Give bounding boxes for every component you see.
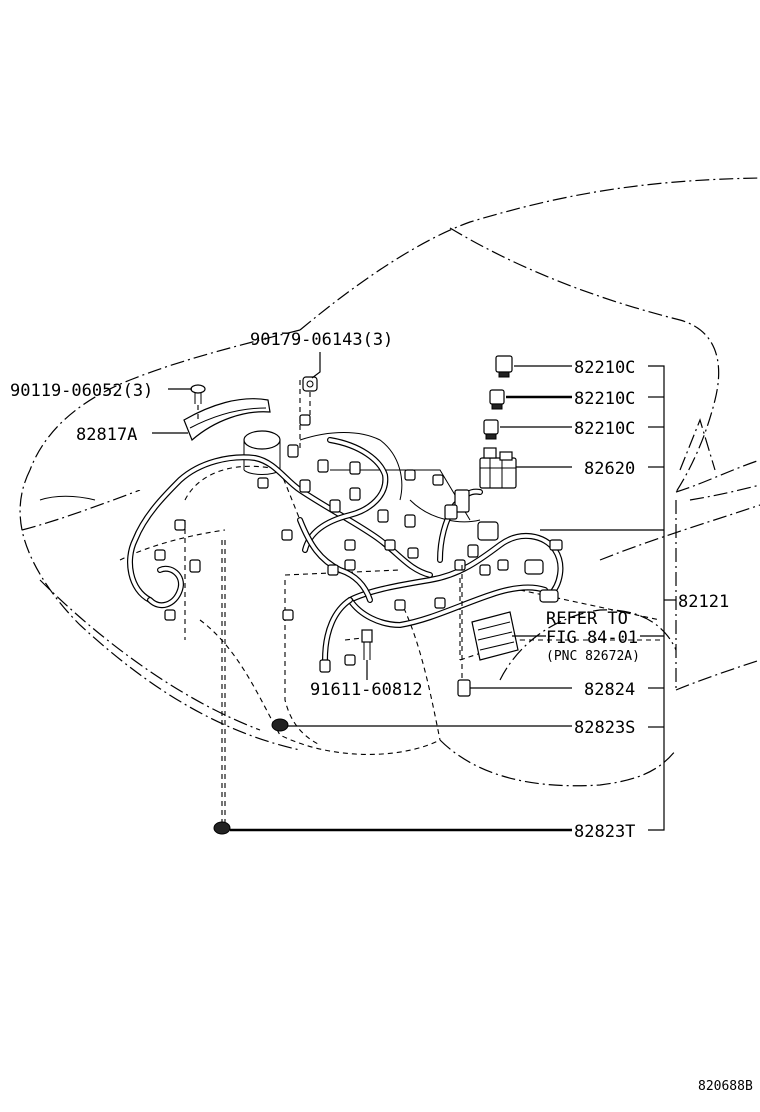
refer-note-line2: FIG 84-01 [546, 628, 638, 648]
bolt-90119 [190, 384, 206, 404]
main-wire-harness [127, 437, 564, 663]
relay-82210c-3 [483, 419, 499, 440]
label-82817a: 82817A [76, 425, 137, 445]
label-82210c-1: 82210C [574, 358, 635, 378]
relay-82210c-1 [495, 355, 513, 378]
relay-82210c-2 [489, 389, 505, 410]
clamp-82823s [271, 718, 289, 732]
refer-note-line1: REFER TO [546, 609, 628, 629]
clamp-82824 [457, 679, 471, 697]
label-82823s: 82823S [574, 718, 635, 738]
figure-code: 820688B [698, 1079, 753, 1094]
clamp-82823t [213, 821, 231, 835]
bolt-91611 [361, 629, 373, 660]
label-82121: 82121 [678, 592, 729, 612]
engine-control-module [471, 611, 519, 661]
label-90179-06143: 90179-06143(3) [250, 330, 393, 350]
bracket-82817a [183, 398, 271, 442]
grommet-90179 [302, 376, 318, 392]
part-labels: 90179-06143(3) 90119-06052(3) 82817A 822… [10, 330, 753, 1094]
relay-block-82620 [479, 447, 517, 489]
harness-connectors [154, 414, 563, 673]
label-82210c-2: 82210C [574, 389, 635, 409]
label-82824: 82824 [584, 680, 635, 700]
label-91611-60812: 91611-60812 [310, 680, 423, 700]
label-82210c-3: 82210C [574, 419, 635, 439]
engine-block-outline [184, 380, 661, 830]
label-82823t: 82823T [574, 822, 635, 842]
label-82620: 82620 [584, 459, 635, 479]
refer-note-line3: (PNC 82672A) [546, 649, 640, 664]
leader-lines [152, 352, 676, 832]
label-90119-06052: 90119-06052(3) [10, 381, 153, 401]
vehicle-body-outline [19, 177, 760, 787]
